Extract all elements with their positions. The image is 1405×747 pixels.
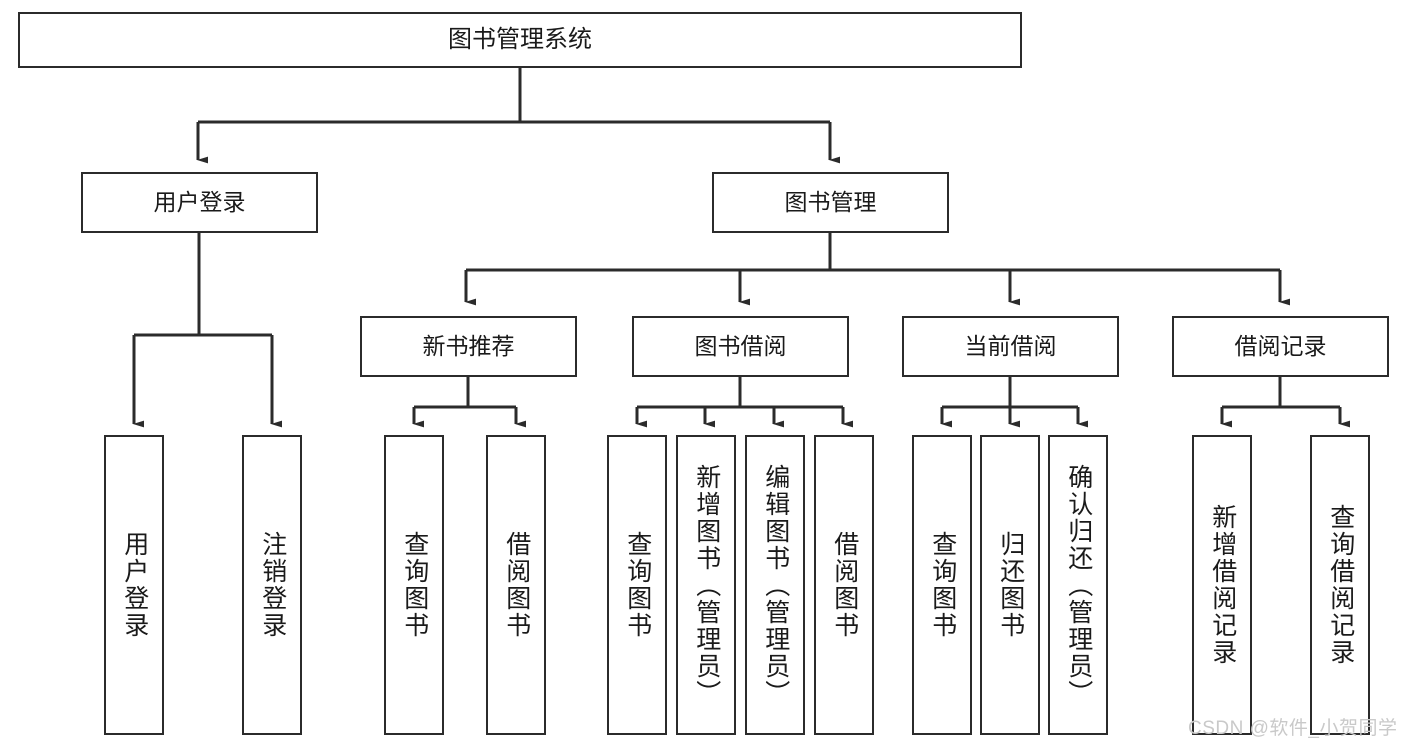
node-label: 图书管理 bbox=[784, 188, 877, 215]
node-root-system[interactable]: 图书管理系统 bbox=[18, 12, 1022, 68]
leaf-query-book-current[interactable]: 查询图书 bbox=[912, 435, 972, 735]
node-label: 确认归还（管理员） bbox=[1064, 463, 1093, 707]
node-label: 归还图书 bbox=[996, 531, 1025, 639]
leaf-query-book-borrow[interactable]: 查询图书 bbox=[607, 435, 667, 735]
leaf-confirm-return-admin[interactable]: 确认归还（管理员） bbox=[1048, 435, 1108, 735]
node-label: 借阅图书 bbox=[502, 531, 531, 639]
node-book-management[interactable]: 图书管理 bbox=[712, 172, 949, 233]
node-label: 用户登录 bbox=[153, 188, 246, 215]
node-label: 新增图书（管理员） bbox=[692, 463, 721, 707]
leaf-user-logout[interactable]: 注销登录 bbox=[242, 435, 302, 735]
node-current-borrow[interactable]: 当前借阅 bbox=[902, 316, 1119, 377]
node-label: 新书推荐 bbox=[422, 332, 515, 359]
node-label: 借阅图书 bbox=[830, 531, 859, 639]
node-borrow-record[interactable]: 借阅记录 bbox=[1172, 316, 1389, 377]
node-label: 当前借阅 bbox=[964, 332, 1057, 359]
leaf-borrow-book-recommend[interactable]: 借阅图书 bbox=[486, 435, 546, 735]
node-label: 查询图书 bbox=[400, 531, 429, 639]
node-label: 查询图书 bbox=[928, 531, 957, 639]
leaf-borrow-book[interactable]: 借阅图书 bbox=[814, 435, 874, 735]
node-label: 注销登录 bbox=[258, 531, 287, 639]
node-label: 图书借阅 bbox=[694, 332, 787, 359]
watermark: CSDN @软件_小贺同学 bbox=[1188, 718, 1398, 739]
leaf-return-book[interactable]: 归还图书 bbox=[980, 435, 1040, 735]
node-user-login[interactable]: 用户登录 bbox=[81, 172, 318, 233]
leaf-user-login[interactable]: 用户登录 bbox=[104, 435, 164, 735]
node-label: 编辑图书（管理员） bbox=[761, 463, 790, 707]
node-label: 新增借阅记录 bbox=[1208, 504, 1237, 666]
leaf-add-book-admin[interactable]: 新增图书（管理员） bbox=[676, 435, 736, 735]
leaf-query-book-recommend[interactable]: 查询图书 bbox=[384, 435, 444, 735]
node-label: 借阅记录 bbox=[1234, 332, 1327, 359]
node-label: 用户登录 bbox=[120, 531, 149, 639]
leaf-add-borrow-record[interactable]: 新增借阅记录 bbox=[1192, 435, 1252, 735]
leaf-query-borrow-record[interactable]: 查询借阅记录 bbox=[1310, 435, 1370, 735]
leaf-edit-book-admin[interactable]: 编辑图书（管理员） bbox=[745, 435, 805, 735]
node-label: 查询借阅记录 bbox=[1326, 504, 1355, 666]
node-new-book-recommend[interactable]: 新书推荐 bbox=[360, 316, 577, 377]
node-label: 查询图书 bbox=[623, 531, 652, 639]
node-book-borrow[interactable]: 图书借阅 bbox=[632, 316, 849, 377]
node-label: 图书管理系统 bbox=[448, 25, 592, 53]
